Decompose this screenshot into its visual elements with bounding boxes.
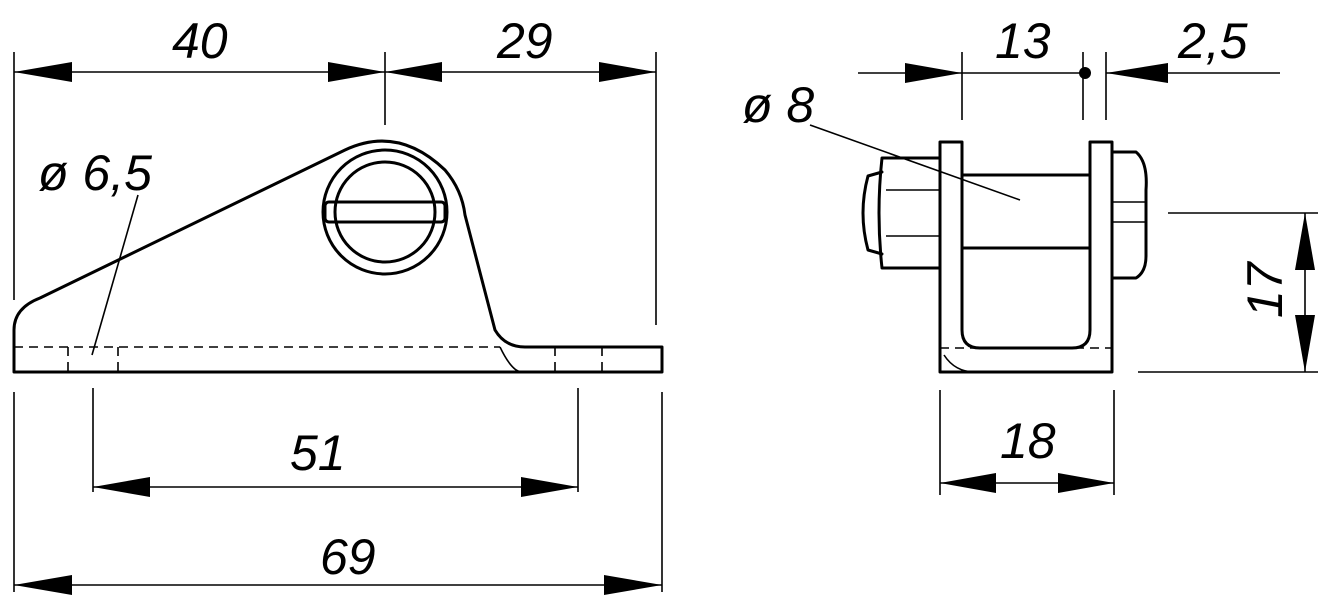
end-pin-head [1110,150,1148,280]
side-hole-1-hidden [67,347,119,372]
dim-25-label: 2,5 [1177,13,1248,69]
dim-17-arrow-bottom [1295,315,1315,372]
end-pin-slot [1112,201,1146,223]
dim-hole-leader [91,194,139,356]
side-base-bend [499,346,523,373]
dim-pin-label: ø 8 [742,77,814,133]
end-bracket-u [938,140,1114,374]
dim-29-arrow-left [385,62,442,82]
dim-18-label: 18 [1000,413,1056,469]
dim-pin-leader [809,124,1021,201]
end-hex-nut [877,156,942,270]
dim-69-label: 69 [320,529,376,585]
dim-69-arrow-right [604,575,662,595]
side-hole-2-hidden [554,347,603,372]
dim-13-dot [1079,67,1091,79]
pivot-slot [323,200,447,224]
dim-51-label: 51 [290,425,346,481]
end-hex-nut-face [886,189,940,237]
dim-17-label: 17 [1237,260,1293,318]
end-view [861,140,1148,374]
pivot-outer-ring [321,148,449,276]
dim-40-arrow-left [14,62,72,82]
dim-hole-label: ø 6,5 [38,145,152,201]
dim-18-arrow-left [940,473,996,493]
dim-25-arrow [1106,63,1168,83]
dim-18-arrow-right [1058,473,1114,493]
end-bracket-inner-bend [943,354,976,373]
dim-40-label: 40 [172,13,228,69]
dim-29-arrow-right [599,62,656,82]
pivot-pin [333,160,437,264]
dim-69-arrow-left [14,575,72,595]
dim-13-label: 13 [995,13,1051,69]
dim-40-arrow-right [328,62,385,82]
dim-17-arrow-top [1295,213,1315,270]
dim-51-arrow-left [93,477,150,497]
dim-13-arrow [905,63,962,83]
dim-51-arrow-right [521,477,578,497]
side-bracket-outline [12,139,664,374]
end-nut-cap [861,170,884,256]
dim-29-label: 29 [496,13,553,69]
end-view-dimensions: 13 2,5 ø 8 18 17 [742,13,1318,495]
end-pin-body [960,173,1092,250]
side-view-dimensions: 40 29 ø 6,5 51 69 [13,13,663,595]
